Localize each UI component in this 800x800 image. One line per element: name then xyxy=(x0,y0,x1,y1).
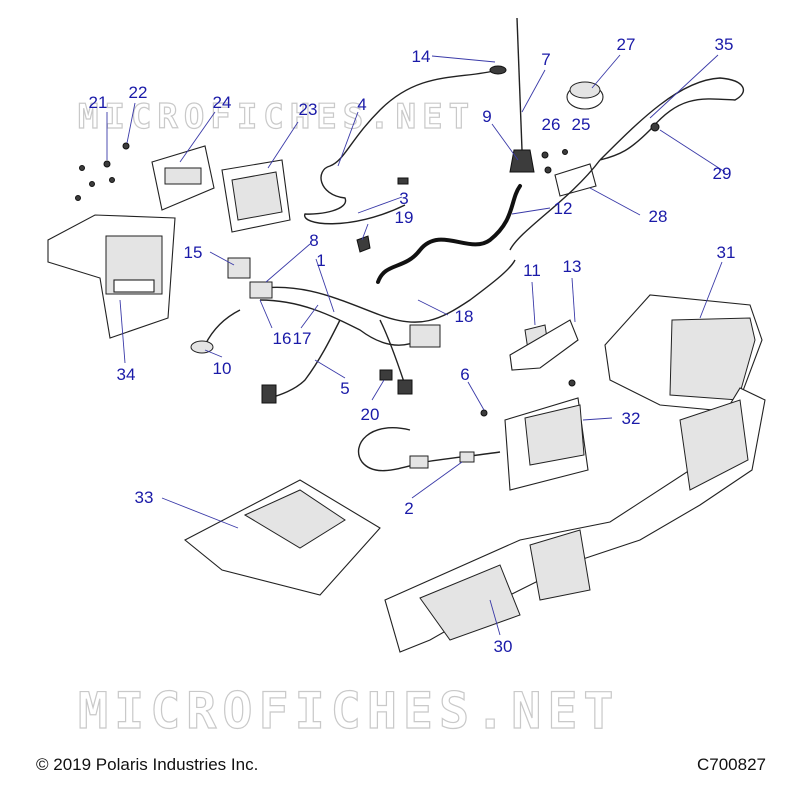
callout-17: 17 xyxy=(293,329,312,348)
dash-bezel-part xyxy=(47,214,176,339)
dome-part xyxy=(566,81,604,110)
callout-24: 24 xyxy=(213,93,232,112)
callout-4: 4 xyxy=(357,95,366,114)
dash-frame-part xyxy=(384,387,766,653)
bolt-6-part xyxy=(480,379,576,417)
callout-15: 15 xyxy=(184,243,203,262)
callout-10: 10 xyxy=(213,359,232,378)
callout-5: 5 xyxy=(340,379,349,398)
antenna-cable-part xyxy=(304,65,507,225)
callout-12: 12 xyxy=(554,199,573,218)
switch-panel-part xyxy=(504,397,589,491)
callout-18: 18 xyxy=(455,307,474,326)
display-part xyxy=(221,159,291,233)
callout-26: 26 xyxy=(542,115,561,134)
callout-3: 3 xyxy=(399,189,408,208)
tray-part xyxy=(184,479,381,596)
callout-25: 25 xyxy=(572,115,591,134)
callout-7: 7 xyxy=(541,50,550,69)
bracket-13-part xyxy=(509,319,579,371)
callout-32: 32 xyxy=(622,409,641,428)
switch-assembly-part xyxy=(227,257,273,299)
callout-16: 16 xyxy=(273,329,292,348)
copyright-text: © 2019 Polaris Industries Inc. xyxy=(36,755,259,774)
callout-22: 22 xyxy=(129,83,148,102)
callout-31: 31 xyxy=(717,243,736,262)
mount-bracket-part xyxy=(151,145,215,211)
drawing-number: C700827 xyxy=(696,755,766,774)
antenna-part xyxy=(509,17,535,173)
watermark-bottom: MICROFICHES.NET xyxy=(78,682,620,740)
power-cable-part xyxy=(376,184,522,284)
screws-part xyxy=(75,142,130,201)
connector-20-part xyxy=(379,369,393,381)
callout-2: 2 xyxy=(404,499,413,518)
watermark-top: MICROFICHES.NET xyxy=(78,97,475,137)
callout-labels: 1 2 3 4 5 6 7 8 9 10 11 12 13 14 15 16 1… xyxy=(89,35,736,656)
callout-34: 34 xyxy=(117,365,136,384)
callout-20: 20 xyxy=(361,405,380,424)
cable-loop-part xyxy=(509,77,745,251)
storage-bin-part xyxy=(604,294,763,413)
callout-1: 1 xyxy=(316,251,325,270)
fasteners-part xyxy=(541,149,568,174)
callout-35: 35 xyxy=(715,35,734,54)
callout-13: 13 xyxy=(563,257,582,276)
gps-module-part xyxy=(554,163,597,197)
callout-6: 6 xyxy=(460,365,469,384)
callout-8: 8 xyxy=(309,231,318,250)
callout-19: 19 xyxy=(395,208,414,227)
callout-23: 23 xyxy=(299,100,318,119)
sensor-10-part xyxy=(190,340,214,354)
connector-19-part xyxy=(356,235,371,253)
leader-lines xyxy=(106,54,726,636)
callout-11: 11 xyxy=(523,261,541,280)
sensor-cable-part xyxy=(357,427,501,472)
callout-27: 27 xyxy=(617,35,636,54)
callout-30: 30 xyxy=(494,637,513,656)
callout-29: 29 xyxy=(713,164,732,183)
callout-33: 33 xyxy=(135,488,154,507)
callout-28: 28 xyxy=(649,207,668,226)
callout-21: 21 xyxy=(89,93,108,112)
callout-14: 14 xyxy=(412,47,431,66)
callout-9: 9 xyxy=(482,107,491,126)
